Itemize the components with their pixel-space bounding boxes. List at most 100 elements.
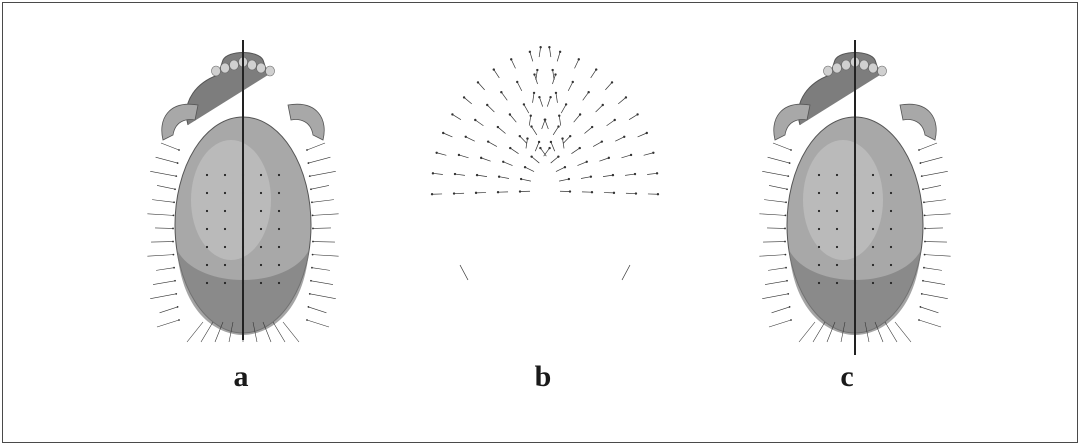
landmark-arrow-head [172, 214, 175, 217]
landmark-arrow-head [919, 162, 922, 164]
surface-landmark [223, 263, 227, 267]
landmark-arrow [228, 321, 234, 343]
landmark-arrow [759, 213, 786, 216]
landmark-arrow [812, 321, 826, 343]
landmark-arrow [147, 254, 174, 257]
landmark-arrow [160, 142, 180, 151]
landmark-vector-head [557, 125, 560, 128]
landmark-vector-head [479, 156, 483, 160]
landmark-arrow [310, 185, 330, 190]
landmark-arrow [272, 321, 286, 343]
landmark-arrow [150, 171, 177, 177]
landmark-vector [618, 97, 627, 105]
landmark-vector-head [457, 153, 461, 157]
landmark-vector-head [601, 103, 604, 107]
landmark-vector [538, 47, 541, 58]
landmark-vector-head [587, 91, 590, 94]
landmark-vector [475, 119, 484, 127]
landmark-vector [432, 172, 443, 175]
landmark-arrow [874, 321, 884, 343]
landmark-arrow-head [176, 162, 179, 164]
surface-landmark [817, 245, 821, 249]
surface-landmark [223, 191, 227, 195]
surface-landmark [205, 191, 209, 195]
landmark-vector-head [526, 137, 529, 140]
landmark-arrow-head [172, 240, 174, 243]
surface-landmark [205, 209, 209, 213]
surface-landmark [277, 209, 281, 213]
landmark-arrow-head [173, 266, 175, 269]
landmark-vector-head [435, 151, 438, 154]
landmark-arrow [308, 156, 331, 164]
landmark-arrow-head [918, 319, 920, 321]
landmark-vector [574, 59, 580, 69]
landmark-vector-head [578, 113, 582, 116]
landmark-arrow-head [787, 292, 790, 295]
tooth [823, 65, 833, 77]
landmark-arrow [159, 306, 178, 314]
landmark-vector [487, 141, 498, 147]
panel-c-label: c [840, 360, 854, 393]
landmark-vector-head [516, 80, 519, 84]
landmark-vector-plot [430, 46, 660, 281]
surface-landmark [259, 227, 263, 231]
landmark-vector-head [462, 96, 466, 99]
landmark-vector-head [452, 192, 456, 195]
landmark-arrow-head [920, 175, 923, 178]
landmark-arrow [306, 319, 330, 328]
landmark-vector [577, 161, 587, 166]
landmark-vector-head [645, 131, 648, 135]
landmark-vector [571, 147, 580, 154]
landmark-arrow [923, 199, 946, 203]
landmark-vector [499, 176, 510, 179]
landmark-vector-head [476, 81, 480, 84]
landmark-vector-head [557, 155, 560, 158]
landmark-vector [516, 81, 523, 92]
landmark-arrow-head [923, 266, 925, 269]
landmark-arrow [768, 267, 787, 271]
landmark-arrow [918, 142, 938, 151]
landmark-vector-head [629, 153, 633, 157]
panel-c-skull-view [745, 30, 955, 360]
tooth [220, 62, 230, 74]
vault-highlight [191, 140, 271, 260]
landmark-arrow [311, 267, 330, 271]
landmark-arrow-head [787, 175, 790, 178]
landmark-vector [549, 47, 552, 58]
surface-landmark [835, 245, 839, 249]
landmark-arrow [312, 213, 339, 216]
landmark-arrow [311, 199, 334, 203]
landmark-arrow [156, 319, 180, 328]
landmark-vector [465, 136, 475, 142]
landmark-arrow-head [311, 214, 314, 217]
landmark-vector-head [563, 165, 567, 169]
landmark-vector-head [451, 113, 454, 116]
surface-landmark [259, 191, 263, 195]
landmark-arrow [155, 156, 178, 164]
landmark-arrow [310, 280, 334, 285]
landmark-arrow [921, 171, 948, 177]
landmark-arrow [309, 293, 336, 299]
landmark-arrow [924, 227, 943, 229]
landmark-vector-head [549, 95, 552, 99]
surface-landmark [889, 191, 893, 195]
surface-landmark [835, 263, 839, 267]
landmark-vector-head [554, 91, 558, 95]
landmark-vector-head [585, 160, 588, 163]
landmark-vector [458, 154, 469, 159]
landmark-vector-head [539, 146, 542, 150]
landmark-vector [615, 136, 625, 142]
landmark-vector-head [492, 68, 495, 71]
landmark-arrow-head [311, 201, 313, 204]
landmark-arrow-head [311, 253, 314, 256]
skull-c-illustration [759, 40, 951, 355]
surface-landmark [889, 227, 893, 231]
landmark-vector-head [496, 190, 500, 194]
landmark-arrow-head [307, 306, 310, 308]
surface-landmark [835, 173, 839, 177]
landmark-arrow [921, 293, 948, 299]
landmark-vector-head [536, 68, 539, 72]
landmark-vector [477, 82, 485, 91]
landmark-arrow [924, 213, 951, 216]
landmark-arrow-head [790, 319, 792, 321]
